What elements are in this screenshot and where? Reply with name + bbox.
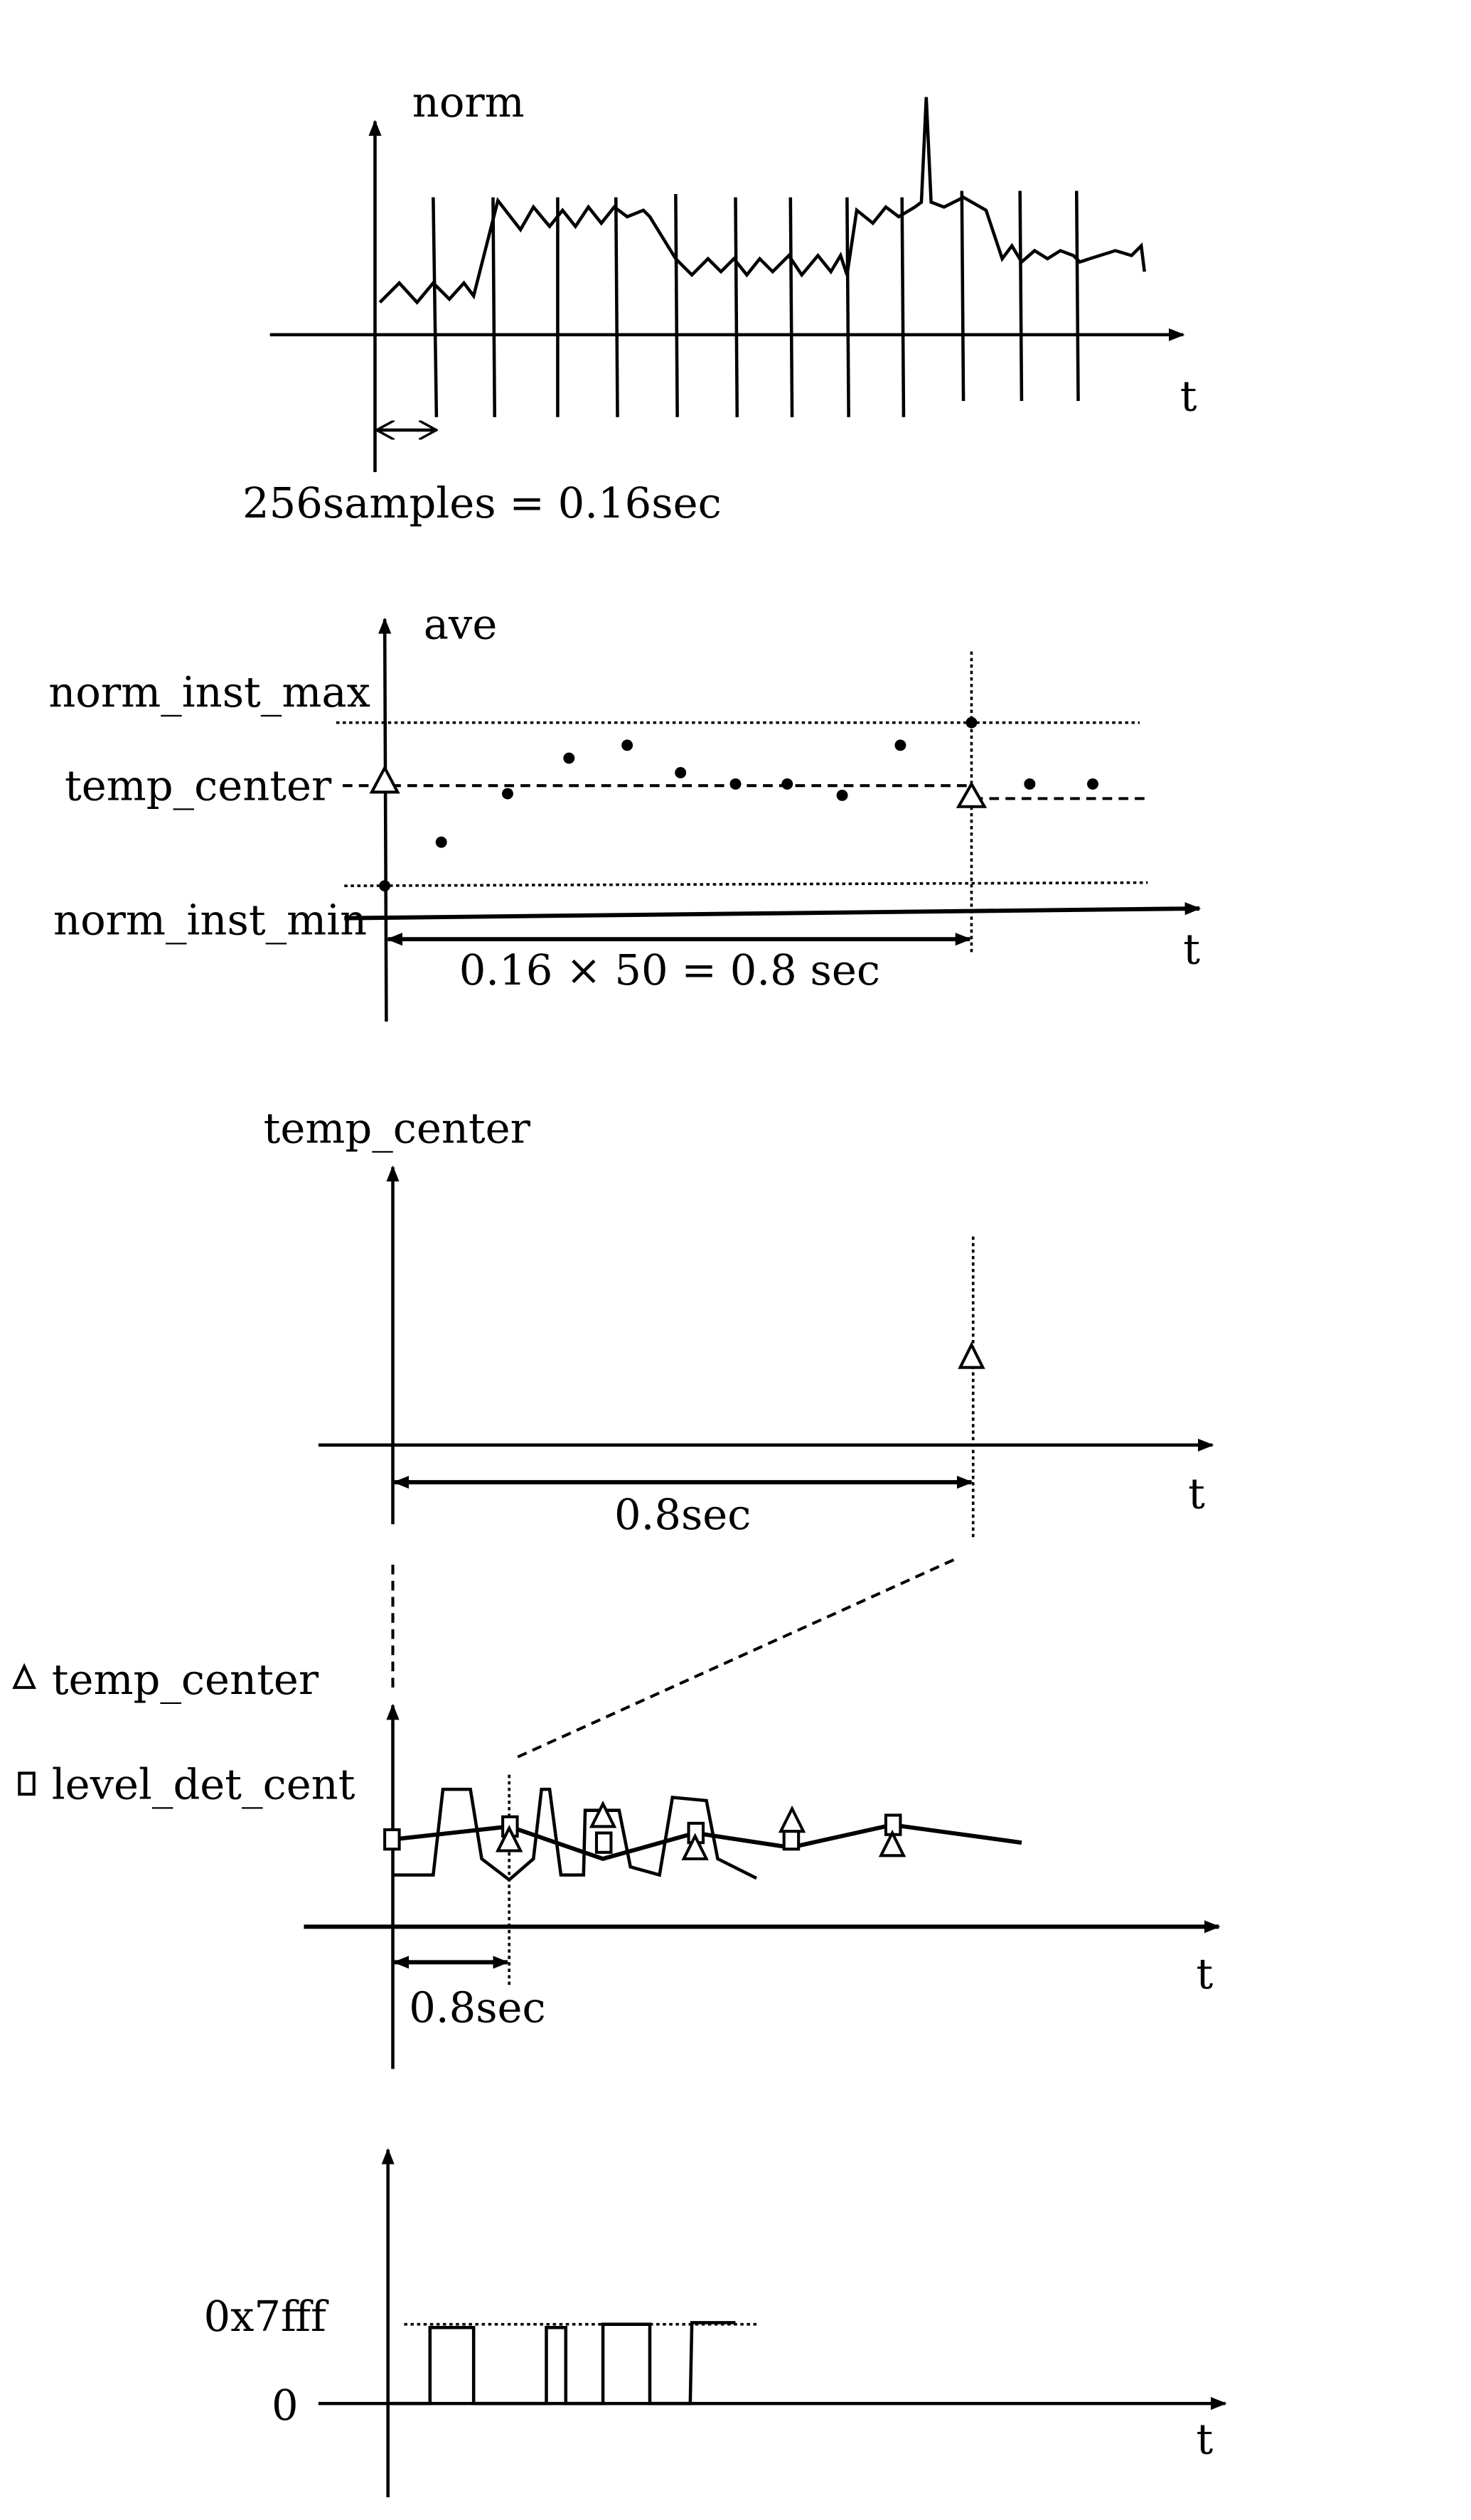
high-level-label: 0x7fff [203,2292,329,2341]
triangle-marker [956,781,988,808]
x-axis-label: t [1180,372,1197,421]
legend-temp-center: temp_center [52,1655,319,1704]
triangle-legend-icon [12,1663,36,1689]
zero-level-label: 0 [272,2381,299,2430]
y-axis-label: temp_center [264,1104,531,1153]
interval-label: 256samples = 0.16sec [242,478,722,527]
interval-label: 0.8sec [409,1983,545,2032]
norm-inst-max-label: norm_inst_max [48,667,370,717]
x-axis-label: t [1183,924,1200,973]
x-axis [344,902,1202,921]
level-panel: temp_center level_det_cent t 0.8sec [12,1655,1221,2069]
triangle-marker [369,764,400,794]
temp-center-label: temp_center [65,761,332,810]
block-boundaries [432,191,1080,417]
triangle-marker [958,1341,985,1369]
norm-panel: norm t 256samples = 0.16sec [242,77,1197,527]
output-panel: t 0x7fff 0 [203,2148,1227,2497]
min-line [344,881,1148,887]
legend-level-det-cent: level_det_cent [52,1760,355,1809]
norm-inst-min-label: norm_inst_min [53,895,367,944]
temp-center-panel: temp_center t 0.8sec [264,1104,1214,1540]
x-axis-label: t [1188,1469,1205,1518]
interval-label: 0.16 × 50 = 0.8 sec [459,945,880,994]
level-det-cent-line [392,1823,1022,1861]
zoom-connector [513,1558,955,1760]
interval-label: 0.8sec [614,1490,751,1539]
y-axis-label: norm [412,77,525,127]
output-pulses [387,2321,736,2406]
y-axis-label: ave [424,599,498,648]
average-points [379,717,1098,892]
signal-waveform [392,1787,758,1882]
norm-waveform [378,97,1146,305]
ave-panel: ave t norm_inst_max temp_center norm_ins… [48,599,1202,1022]
y-axis [378,617,392,1022]
x-axis-label: t [1196,2415,1213,2464]
square-legend-icon [18,1771,36,1796]
square-markers [383,1813,902,1854]
triangle-markers [495,1800,906,1860]
x-axis-label: t [1196,1949,1213,1998]
